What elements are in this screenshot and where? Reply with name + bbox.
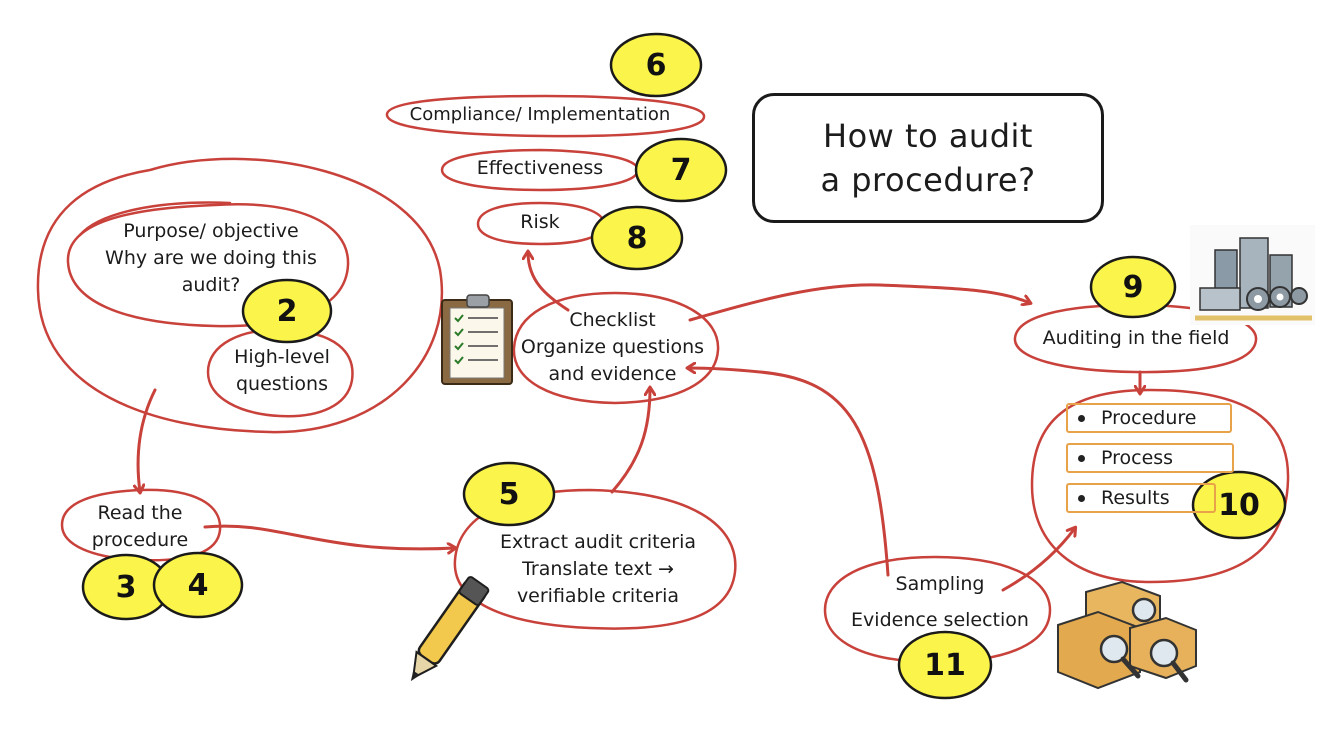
badge-10 — [1191, 470, 1287, 540]
arrow-1-to-read — [138, 388, 157, 492]
boxes-magnifier-icon — [1057, 580, 1197, 690]
clipboard-checklist-icon — [441, 294, 513, 385]
badge-9-label: 9 — [1122, 269, 1144, 305]
results-item-label: Results — [1101, 487, 1170, 509]
outer-loop — [36, 157, 443, 434]
badge-6 — [609, 32, 703, 98]
effectiveness-outline — [440, 148, 640, 192]
badge-4-label: 4 — [187, 567, 209, 603]
bullet-icon — [1078, 454, 1085, 462]
badge-10-label: 10 — [1218, 487, 1260, 523]
checklist-line-2: Organize questions — [520, 336, 705, 358]
sampling-label: Sampling Evidence selection — [835, 566, 1045, 638]
factory-gears-icon — [1190, 225, 1315, 325]
results-item-label: Process — [1101, 447, 1174, 469]
sampling-line-2: Evidence selection — [851, 609, 1029, 631]
badge-11 — [897, 630, 993, 700]
arrow-read-to-extract — [203, 524, 455, 549]
extract-label: Extract audit criteria Translate text → … — [468, 529, 728, 610]
high-level-line-2: questions — [236, 373, 328, 395]
badge-6-label: 6 — [645, 47, 667, 83]
compliance-label: Compliance/ Implementation — [409, 104, 671, 125]
arrow-sampling-to-results — [1001, 528, 1075, 592]
checklist-outline — [512, 291, 720, 405]
high-level-label: High-level questions — [214, 344, 350, 398]
badge-5 — [462, 461, 556, 527]
extract-outline — [453, 488, 737, 630]
purpose-label: Purpose/ objective Why are we doing this… — [78, 218, 344, 299]
purpose-line-3: audit? — [181, 274, 241, 296]
read-line-2: procedure — [91, 529, 189, 551]
results-item-procedure: Procedure — [1066, 403, 1232, 433]
pen-icon — [410, 576, 490, 682]
badge-3-label: 3 — [115, 569, 137, 605]
checklist-line-1: Checklist — [569, 309, 656, 331]
badge-8 — [590, 205, 684, 271]
compliance-outline — [385, 94, 706, 138]
extract-line-3: verifiable criteria — [516, 585, 680, 607]
badge-4 — [152, 551, 244, 619]
high-level-outline — [206, 328, 354, 418]
extract-line-2: Translate text → — [522, 558, 674, 580]
title-line-1: How to audit — [823, 117, 1033, 155]
results-item-process: Process — [1066, 443, 1234, 473]
risk-label: Risk — [520, 211, 560, 233]
checklist-label: Checklist Organize questions and evidenc… — [510, 307, 715, 388]
bullet-icon — [1078, 414, 1085, 422]
bullet-icon — [1078, 494, 1085, 502]
effectiveness-label: Effectiveness — [476, 157, 604, 179]
badge-8-label: 8 — [626, 220, 648, 256]
number-badges — [81, 32, 1287, 700]
field-label: Auditing in the field — [1042, 327, 1230, 349]
arrow-sampling-to-checklist — [688, 368, 890, 577]
checklist-line-3: and evidence — [548, 363, 677, 385]
badge-2-label: 2 — [276, 293, 298, 329]
badge-2 — [241, 278, 333, 344]
arrow-checklist-to-field — [688, 283, 1030, 322]
extract-line-1: Extract audit criteria — [499, 531, 696, 553]
badge-9 — [1089, 255, 1177, 319]
badge-7-label: 7 — [670, 152, 692, 188]
purpose-line-2: Why are we doing this — [105, 247, 317, 269]
badge-5-label: 5 — [498, 476, 520, 512]
arrow-extract-to-checklist — [610, 388, 650, 494]
read-label: Read the procedure — [70, 500, 210, 554]
arrow-checklist-to-risk — [528, 252, 570, 312]
badge-11-label: 11 — [924, 647, 966, 683]
sampling-line-1: Sampling — [895, 573, 985, 595]
title-box: How to audit a procedure? — [752, 93, 1104, 223]
purpose-line-1: Purpose/ objective — [123, 220, 299, 242]
title-line-2: a procedure? — [820, 161, 1036, 199]
risk-outline — [476, 201, 606, 246]
read-line-1: Read the — [97, 502, 183, 524]
high-level-line-1: High-level — [234, 346, 330, 368]
badge-7 — [634, 137, 728, 203]
results-outline — [1030, 388, 1290, 584]
results-item-results: Results — [1066, 483, 1216, 513]
results-item-label: Procedure — [1101, 407, 1197, 429]
